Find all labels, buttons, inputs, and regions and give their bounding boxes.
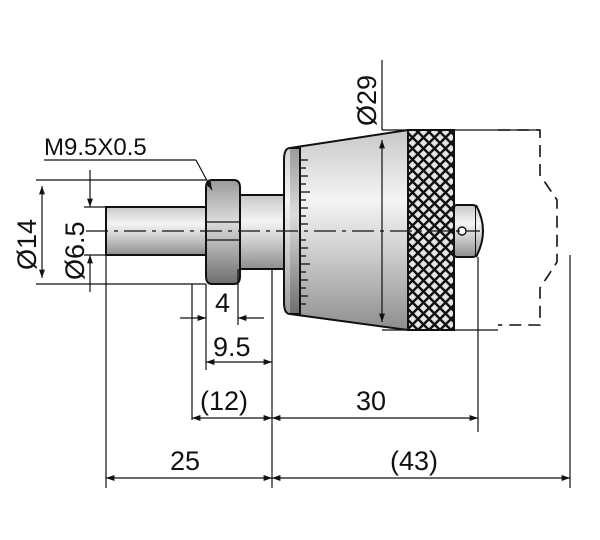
- label-43: (43): [390, 446, 438, 476]
- label-25: 25: [170, 446, 200, 476]
- label-dia14: Ø14: [12, 219, 42, 270]
- label-dia29: Ø29: [352, 75, 382, 126]
- label-30: 30: [356, 386, 386, 416]
- thread-leader: [195, 159, 213, 191]
- graduation-marks: [300, 159, 310, 305]
- thimble-body: [283, 128, 409, 332]
- ratchet-outline: [498, 129, 558, 326]
- thread-label: M9.5X0.5: [44, 134, 147, 161]
- label-4: 4: [215, 288, 230, 318]
- clamp-nut: [205, 179, 241, 285]
- label-12: (12): [200, 386, 248, 416]
- label-dia6-5: Ø6.5: [60, 221, 90, 280]
- sleeve: [237, 194, 285, 270]
- label-9-5: 9.5: [213, 332, 251, 362]
- knurled-thimble: [407, 129, 455, 331]
